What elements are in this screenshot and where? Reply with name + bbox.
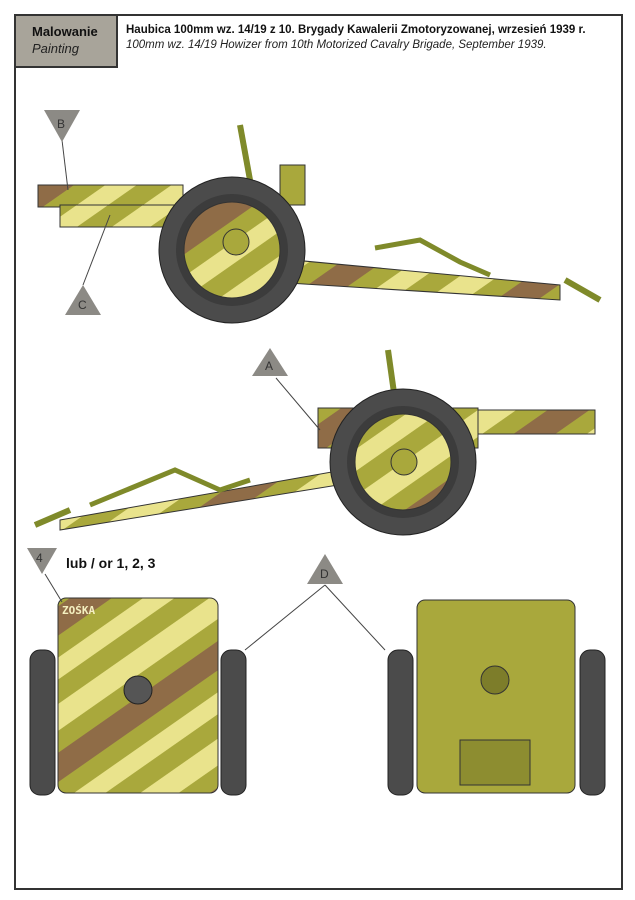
alt-scheme-note: lub / or 1, 2, 3 [66,555,156,571]
marker-4: 4 [27,548,57,574]
leader-lines [44,139,386,651]
title-en: 100mm wz. 14/19 Howizer from 10th Motori… [126,39,547,51]
svg-text:C: C [78,298,87,312]
title-pl: Haubica 100mm wz. 14/19 z 10. Brygady Ka… [126,24,586,36]
page-title: Haubica 100mm wz. 14/19 z 10. Brygady Ka… [126,24,586,51]
marker-d: D [307,554,343,584]
rear-view-olive [387,599,606,796]
svg-text:4: 4 [36,551,43,565]
svg-text:D: D [320,567,329,581]
marker-a: A [252,348,288,376]
side-view-left [37,124,602,324]
svg-text:B: B [57,117,65,131]
front-view-camo: ZOŚKA [29,597,247,796]
section-label-en: Painting [32,41,79,56]
marker-b: B [44,110,80,142]
side-view-right [33,349,596,536]
section-label: Malowanie Painting [14,14,118,68]
page-frame [14,14,623,890]
marker-c: C [65,285,101,315]
section-label-pl: Malowanie [32,24,98,39]
vehicle-name: ZOŚKA [62,604,95,617]
svg-text:A: A [265,359,273,373]
